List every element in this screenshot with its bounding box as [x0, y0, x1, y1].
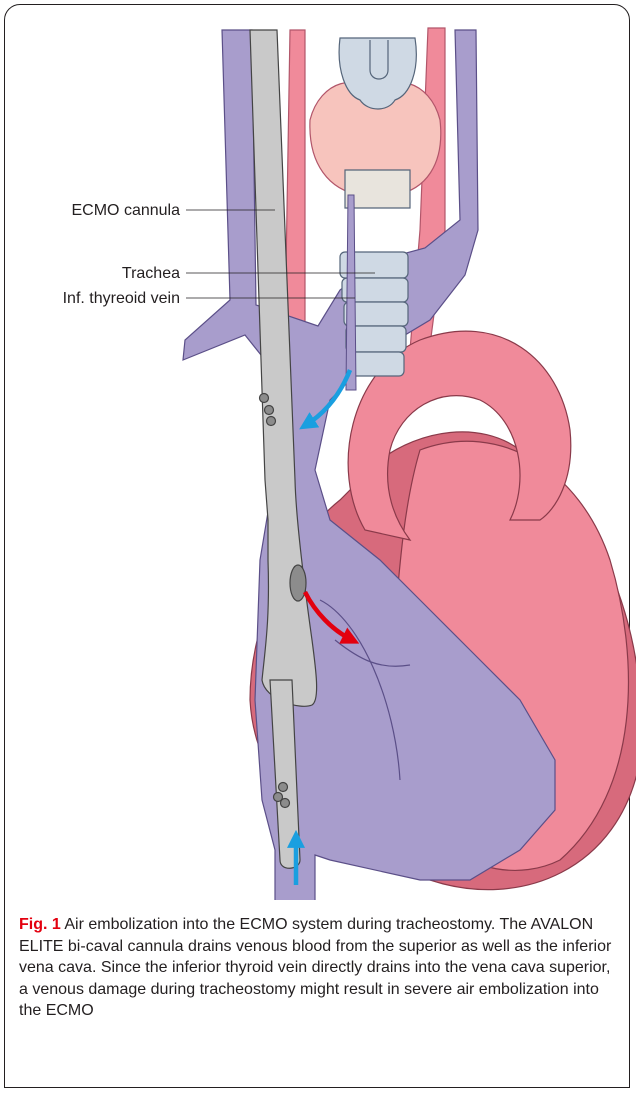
label-ecmo-cannula: ECMO cannula [72, 202, 181, 219]
cricoid [345, 170, 410, 208]
figure-caption-text: Air embolization into the ECMO system du… [19, 916, 611, 1019]
figure-caption-label: Fig. 1 [19, 916, 61, 933]
ecmo-air-embolism-illustration: ECMO cannula Trachea Inf. thyreoid vein [0, 0, 636, 900]
figure-caption: Fig. 1 Air embolization into the ECMO sy… [19, 914, 619, 1022]
cannula-side-port [290, 565, 306, 601]
inferior-thyroid-vein [346, 195, 356, 390]
label-trachea: Trachea [122, 265, 180, 282]
label-inf-thyroid-vein: Inf. thyreoid vein [63, 290, 180, 307]
